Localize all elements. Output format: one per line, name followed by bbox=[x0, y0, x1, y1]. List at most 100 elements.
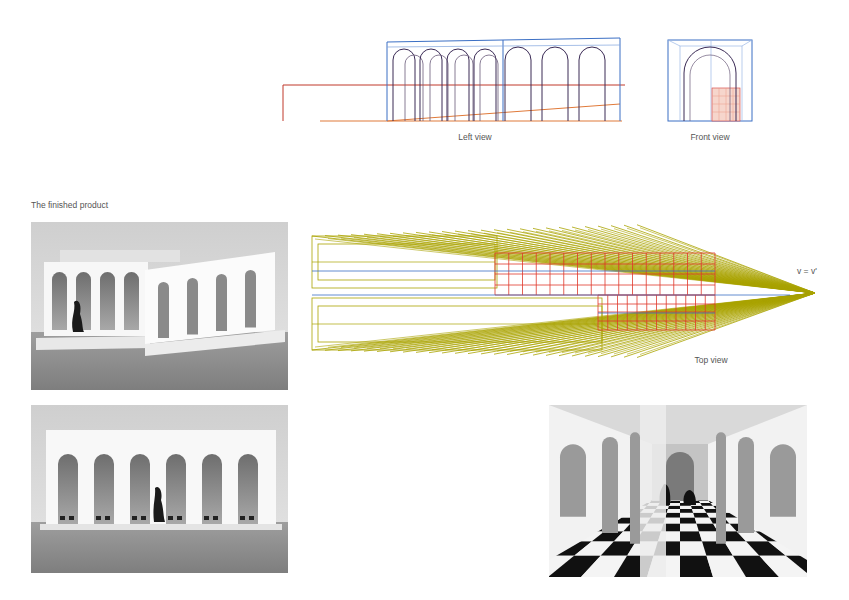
sight-line bbox=[354, 238, 815, 293]
checker-tile bbox=[680, 513, 695, 518]
sight-line bbox=[572, 227, 815, 293]
checker-tile bbox=[132, 516, 137, 520]
view-label: Front view bbox=[690, 133, 729, 142]
checker-tile bbox=[786, 556, 807, 577]
sight-line bbox=[416, 232, 815, 293]
figure-silhouette bbox=[153, 487, 165, 522]
sight-line bbox=[390, 233, 815, 293]
floor-grid bbox=[719, 88, 720, 121]
sight-line bbox=[549, 293, 815, 352]
figure-silhouette bbox=[72, 301, 84, 332]
arch-opening bbox=[94, 454, 114, 524]
checker-tile bbox=[669, 503, 680, 506]
arch-opening bbox=[58, 454, 78, 524]
checker-tile bbox=[96, 516, 101, 520]
arch-outline bbox=[455, 55, 473, 121]
arch-opening bbox=[130, 454, 150, 524]
floor-grid bbox=[715, 295, 716, 330]
view-label: The finished product bbox=[31, 201, 108, 210]
model-wall bbox=[44, 262, 148, 336]
checker-tile bbox=[60, 516, 65, 520]
floor-grid bbox=[598, 330, 715, 331]
arch-outline bbox=[579, 47, 605, 121]
arch-outline bbox=[480, 55, 498, 121]
floor-grid bbox=[705, 295, 706, 330]
floor-grid bbox=[598, 321, 715, 322]
checker-tile bbox=[665, 513, 680, 518]
wall-plan bbox=[312, 298, 602, 350]
sight-line bbox=[562, 230, 815, 293]
sight-line bbox=[341, 293, 815, 348]
sight-line bbox=[624, 293, 815, 357]
checker-tile bbox=[691, 506, 704, 509]
model-wall bbox=[145, 252, 275, 344]
model-photo bbox=[549, 405, 807, 577]
sight-line bbox=[390, 293, 815, 352]
sight-line bbox=[546, 228, 815, 293]
arch-opening bbox=[716, 432, 726, 544]
sight-line bbox=[601, 293, 815, 354]
checker-tile bbox=[692, 509, 706, 513]
model-photo bbox=[31, 222, 288, 390]
model-wall bbox=[708, 405, 807, 560]
sight-line bbox=[494, 293, 815, 354]
checker-tile bbox=[680, 506, 692, 509]
sight-line bbox=[549, 231, 815, 293]
photo-background bbox=[31, 405, 288, 573]
checker-tile bbox=[204, 516, 209, 520]
arch-opening bbox=[245, 270, 256, 328]
figure-silhouette bbox=[683, 490, 696, 505]
sight-line bbox=[393, 293, 815, 349]
floor-grid bbox=[598, 295, 599, 330]
sight-line bbox=[575, 293, 815, 353]
model-photo bbox=[31, 405, 288, 573]
sight-line bbox=[601, 229, 815, 293]
floor-grid bbox=[733, 88, 734, 121]
arch-opening bbox=[216, 274, 227, 331]
sight-line bbox=[520, 229, 815, 293]
floor-grid bbox=[666, 295, 667, 330]
sight-line bbox=[523, 293, 815, 352]
arch-opening bbox=[238, 454, 258, 524]
model-wall bbox=[46, 430, 276, 526]
model-wall bbox=[60, 250, 180, 262]
model-base bbox=[40, 524, 282, 530]
sight-line bbox=[406, 236, 815, 293]
sight-line bbox=[445, 235, 815, 294]
arch-opening bbox=[202, 454, 222, 524]
projection-line bbox=[283, 85, 625, 121]
sight-line bbox=[627, 228, 815, 293]
checker-tile bbox=[213, 516, 218, 520]
sight-line bbox=[624, 225, 815, 293]
sight-line bbox=[510, 232, 815, 293]
sight-line bbox=[614, 293, 815, 354]
sight-line bbox=[637, 225, 815, 293]
floor-grid bbox=[726, 88, 727, 121]
model-wall bbox=[549, 405, 652, 560]
photo-background bbox=[549, 405, 807, 577]
sight-line bbox=[351, 235, 815, 293]
floor-grid bbox=[685, 295, 686, 330]
checker-tile bbox=[668, 506, 680, 509]
checker-tile bbox=[667, 509, 680, 513]
checker-tile bbox=[105, 516, 110, 520]
checker-tile bbox=[168, 516, 173, 520]
sight-line bbox=[627, 293, 815, 354]
foreground-pillar bbox=[640, 405, 666, 577]
arch-outline bbox=[542, 47, 568, 121]
front-view-drawing bbox=[668, 40, 752, 121]
arch-outline bbox=[684, 47, 736, 121]
arch-outline bbox=[430, 55, 448, 121]
floor-grid bbox=[495, 253, 715, 254]
sight-line bbox=[416, 293, 815, 352]
sight-line bbox=[598, 226, 815, 293]
arch-opening bbox=[187, 278, 198, 335]
arch-opening bbox=[52, 272, 67, 330]
bounding-box bbox=[387, 45, 620, 47]
floor-grid bbox=[695, 295, 696, 330]
sight-line bbox=[445, 293, 815, 350]
arch-opening bbox=[158, 282, 169, 338]
sight-line bbox=[614, 229, 815, 293]
view-label: v = v' bbox=[797, 267, 817, 276]
